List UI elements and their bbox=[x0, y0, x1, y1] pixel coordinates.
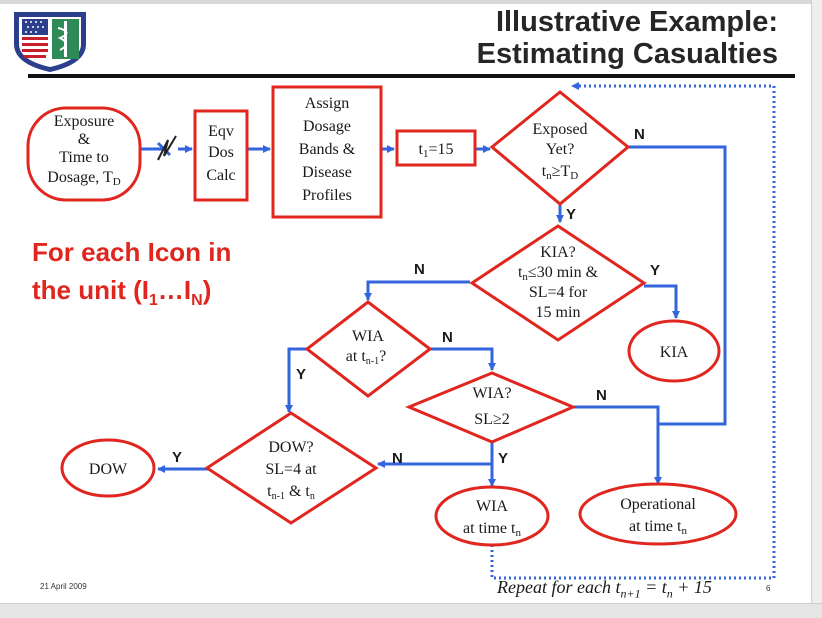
wia-decision bbox=[405, 371, 577, 444]
svg-text:tn≥TD: tn≥TD bbox=[542, 163, 579, 182]
slide-frame-right bbox=[811, 0, 822, 618]
label-exposed-no: N bbox=[634, 126, 645, 143]
svg-text:DOW: DOW bbox=[89, 461, 128, 478]
label-kia-no: N bbox=[414, 261, 425, 278]
svg-text:at time tn: at time tn bbox=[629, 518, 687, 537]
slide-frame-bottom bbox=[0, 603, 822, 618]
svg-text:t1=15: t1=15 bbox=[419, 141, 454, 160]
title-underline bbox=[28, 74, 795, 78]
repeat-note: Repeat for each tn+1 = tn + 15 bbox=[497, 577, 712, 601]
svg-text:Yet?: Yet? bbox=[546, 141, 575, 158]
t1-init-node bbox=[395, 129, 477, 167]
svg-text:Operational: Operational bbox=[620, 496, 696, 513]
page-number: 6 bbox=[766, 584, 771, 593]
svg-text:Calc: Calc bbox=[206, 167, 235, 184]
svg-text:WIA: WIA bbox=[476, 498, 508, 515]
svg-text:SL≥2: SL≥2 bbox=[474, 411, 509, 428]
svg-text:tn≤30 min &: tn≤30 min & bbox=[518, 264, 599, 283]
label-dow-yes: Y bbox=[172, 449, 182, 466]
svg-text:Assign: Assign bbox=[305, 95, 349, 112]
svg-text:at time tn: at time tn bbox=[463, 520, 521, 539]
svg-text:15 min: 15 min bbox=[536, 304, 581, 321]
dow-outcome bbox=[60, 438, 156, 498]
svg-text:Profiles: Profiles bbox=[302, 187, 352, 204]
svg-text:Eqv: Eqv bbox=[208, 123, 234, 140]
slide-frame-top bbox=[0, 0, 822, 4]
assign-dosage-node bbox=[271, 85, 383, 219]
svg-text:Dosage: Dosage bbox=[303, 118, 351, 135]
svg-text:KIA?: KIA? bbox=[540, 244, 576, 261]
icon-note-line2: the unit (I1…IN) bbox=[32, 275, 212, 310]
eqv-dos-calc-node bbox=[193, 109, 249, 202]
svg-text:DOW?: DOW? bbox=[268, 439, 313, 456]
label-kia-yes: Y bbox=[650, 262, 660, 279]
exposed-yet-decision bbox=[489, 90, 631, 206]
kia-decision bbox=[469, 224, 647, 342]
wia-prev-decision bbox=[304, 300, 433, 398]
kia-outcome bbox=[627, 319, 721, 383]
label-wiaprev-no: N bbox=[442, 329, 453, 346]
repeat-loop-connector bbox=[490, 82, 776, 580]
svg-text:Dos: Dos bbox=[208, 144, 234, 161]
slide-title: Illustrative Example: Estimating Casualt… bbox=[477, 6, 778, 70]
slide-title-line2: Estimating Casualties bbox=[476, 38, 778, 70]
signal-break-icon bbox=[157, 135, 177, 161]
svg-text:Dosage, TD: Dosage, TD bbox=[47, 169, 120, 188]
slide-date: 21 April 2009 bbox=[40, 582, 87, 591]
operational-outcome bbox=[578, 482, 738, 546]
svg-text:WIA?: WIA? bbox=[472, 385, 511, 402]
wia-time-outcome bbox=[434, 485, 550, 547]
svg-text:Exposure: Exposure bbox=[54, 113, 114, 130]
icon-note: For each Icon in the unit (I1…IN) bbox=[32, 233, 231, 320]
svg-text:Bands &: Bands & bbox=[299, 141, 356, 158]
dow-decision bbox=[204, 411, 379, 525]
svg-text:Time to: Time to bbox=[59, 149, 109, 166]
branch-labels: N Y Y N N Y N Y N Y bbox=[172, 126, 660, 467]
svg-text:SL=4 for: SL=4 for bbox=[529, 284, 588, 301]
svg-text:tn-1 & tn: tn-1 & tn bbox=[267, 483, 315, 502]
svg-text:WIA: WIA bbox=[352, 328, 384, 345]
svg-text:at tn-1?: at tn-1? bbox=[346, 348, 386, 367]
svg-text:SL=4 at: SL=4 at bbox=[265, 461, 317, 478]
label-wiaprev-yes: Y bbox=[296, 366, 306, 383]
svg-text:&: & bbox=[78, 131, 91, 148]
label-exposed-yes: Y bbox=[566, 206, 576, 223]
exposure-node bbox=[26, 106, 142, 202]
slide-title-line1: Illustrative Example: bbox=[495, 6, 778, 38]
svg-text:Disease: Disease bbox=[302, 164, 352, 181]
icon-note-line1: For each Icon in bbox=[32, 237, 232, 267]
label-dow-no: N bbox=[392, 450, 403, 467]
army-medical-shield-logo bbox=[14, 12, 86, 72]
label-wia-yes: Y bbox=[498, 450, 508, 467]
svg-text:KIA: KIA bbox=[660, 344, 689, 361]
svg-text:Exposed: Exposed bbox=[532, 121, 587, 138]
label-wia-no: N bbox=[596, 387, 607, 404]
